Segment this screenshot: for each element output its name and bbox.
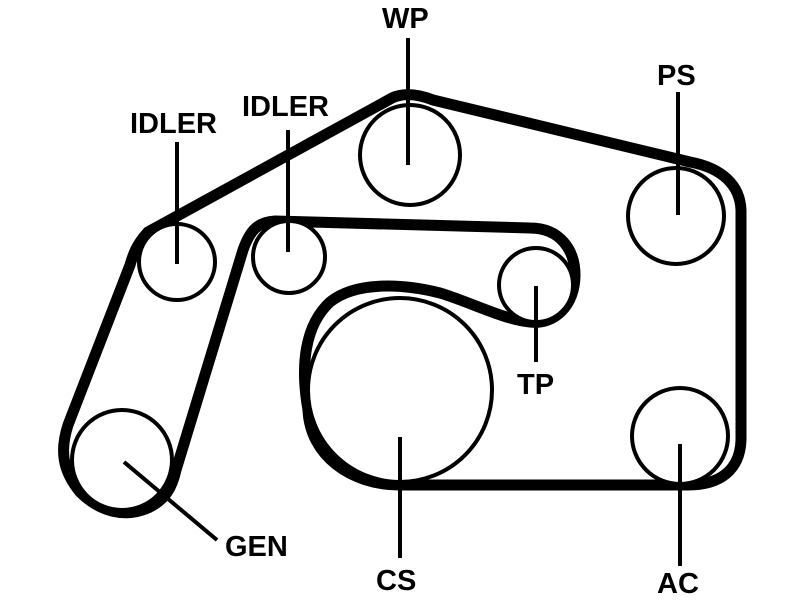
tp-label: TP (517, 369, 554, 401)
outer-belt (142, 89, 747, 491)
gen-leader (122, 460, 219, 542)
left-belt-loop (58, 215, 581, 519)
idler-right-label: IDLER (242, 91, 329, 123)
wp-label: WP (382, 3, 429, 35)
gen-pulley (70, 408, 174, 512)
ps-label: PS (657, 60, 696, 92)
idler-left-label: IDLER (130, 108, 217, 140)
gen-label: GEN (225, 531, 288, 563)
cs-label: CS (376, 565, 416, 597)
ac-label: AC (657, 568, 699, 600)
